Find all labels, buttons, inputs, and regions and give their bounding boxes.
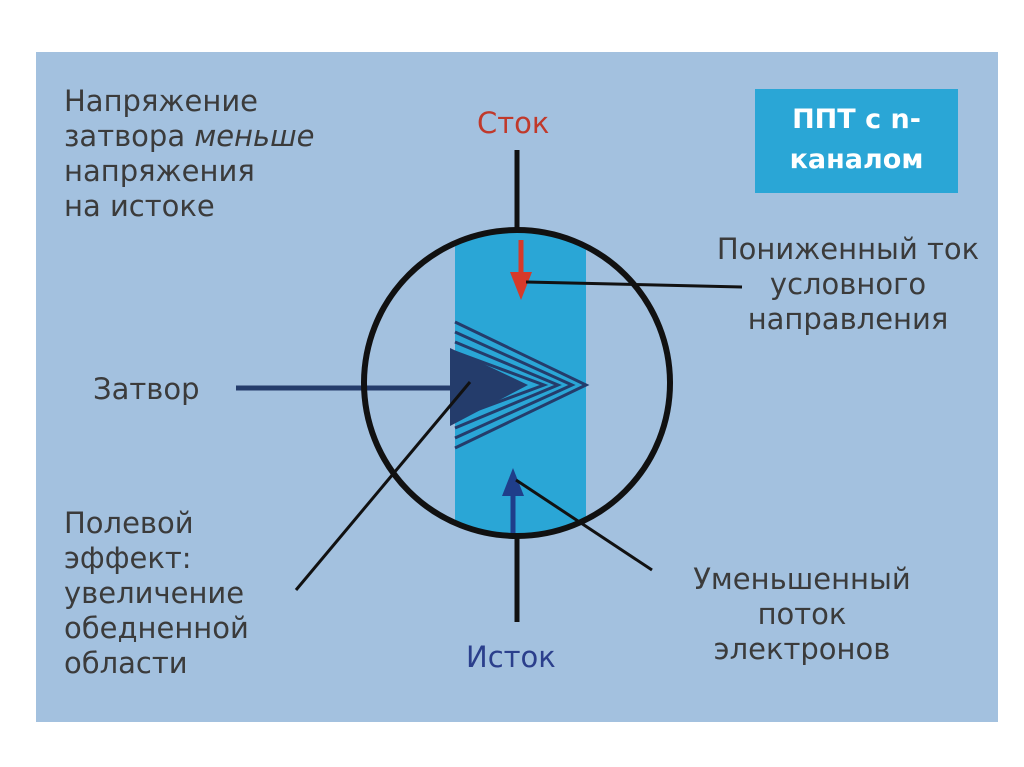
field-effect-callout-line: [294, 381, 472, 591]
gate-voltage-note-line: Напряжение: [64, 84, 259, 118]
reduced-flow-line: электронов: [713, 632, 891, 666]
electron-flow-arrow-icon: [502, 468, 524, 536]
gate-label: Затвор: [93, 372, 200, 406]
reduced-current-line: условного: [769, 267, 927, 301]
transistor-circle: [361, 227, 673, 539]
gate-voltage-note-line: напряжения: [64, 154, 255, 188]
field-effect-line: эффект:: [64, 541, 192, 575]
reduced-current-line: Пониженный ток: [716, 232, 980, 266]
current-arrow-icon: [510, 240, 532, 300]
gate-voltage-note-emphasis: меньше: [194, 119, 315, 153]
field-effect-line: увеличение: [64, 576, 245, 610]
reduced-flow-label: Уменьшенный поток электронов: [672, 562, 932, 667]
reduced-current-label: Пониженный ток условного направления: [703, 232, 993, 337]
field-effect-line: обедненной: [64, 611, 249, 645]
field-effect-label: Полевой эффект: увеличение обедненной об…: [64, 506, 249, 681]
reduced-flow-line: поток: [757, 597, 847, 631]
drain-label: Сток: [477, 106, 550, 140]
badge-line: ППТ с n-: [792, 104, 921, 135]
reduced-current-line: направления: [747, 302, 949, 336]
gate-voltage-note-line: затвора меньше: [64, 119, 314, 154]
reduced-flow-callout-line: [515, 478, 653, 572]
gate-voltage-note-line: на истоке: [64, 189, 215, 223]
n-channel-jfet-badge: ППТ с n- каналом: [755, 89, 958, 193]
badge-line: каналом: [789, 144, 924, 175]
source-label: Исток: [466, 640, 556, 674]
gate-voltage-note-word: затвора: [64, 119, 195, 153]
gate-voltage-note: Напряжение затвора меньше напряжения на …: [64, 84, 314, 224]
reduced-current-callout-line: [525, 280, 743, 289]
field-effect-line: области: [64, 646, 188, 680]
gate-wedge-icon: [450, 348, 528, 426]
field-effect-line: Полевой: [64, 506, 194, 540]
reduced-flow-line: Уменьшенный: [693, 562, 911, 596]
